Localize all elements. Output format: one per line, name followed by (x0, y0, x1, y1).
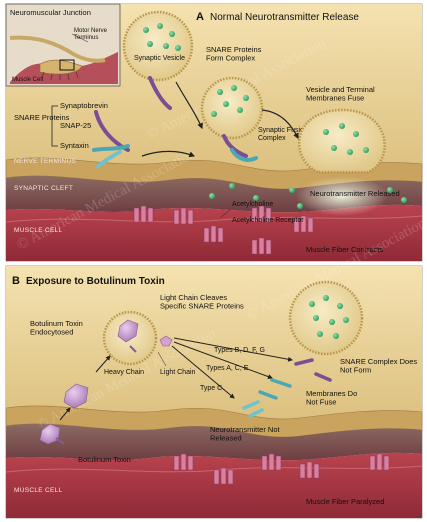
snare-form-complex-label: SNARE Proteins Form Complex (206, 45, 264, 63)
fused-vesicle (296, 108, 388, 216)
light-chain (159, 335, 173, 347)
cleaved-snare-fragments (242, 358, 332, 418)
inset-neuromuscular-junction: Neuromuscular Junction Motor Nerve Termi… (5, 3, 121, 87)
membranes-not-fuse-label: Membranes Do Not Fuse (306, 389, 359, 407)
botulinum-toxin-label: Botulinum Toxin (78, 455, 131, 464)
types-bdfg-label: Types B, D, F, G (214, 347, 265, 354)
botulinum-toxin-molecule (39, 383, 89, 445)
acetylcholine-receptors (133, 205, 314, 255)
muscle-cell-label: MUSCLE CELL (14, 227, 63, 234)
acetylcholine-receptor-label: Acetylcholine Receptor (232, 217, 304, 224)
panel-b-title: Exposure to Botulinum Toxin (26, 276, 165, 287)
panel-b: © American Medical Association © America… (5, 215, 427, 519)
undocked-vesicle (288, 280, 364, 356)
synaptic-fusion-complex-label: Synaptic Fusion Complex (258, 127, 310, 142)
acetylcholine-label: Acetylcholine (232, 201, 273, 208)
vesicle-terminal-fuse-label: Vesicle and Terminal Membranes Fuse (306, 85, 377, 103)
inset-muscle-cell: Muscle Cell (12, 77, 43, 83)
panel-b-letter: B (12, 275, 20, 287)
snare-not-form-label: SNARE Complex Does Not Form (340, 357, 419, 375)
process-arrows-a (141, 81, 299, 158)
light-chain-cleaves-label: Light Chain Cleaves Specific SNARE Prote… (160, 293, 244, 311)
cleavage-arrows (171, 337, 293, 399)
type-c-label: Type C (200, 385, 222, 392)
muscle-fiber-contracts-label: Muscle Fiber Contracts (306, 245, 383, 254)
inset-title: Neuromuscular Junction (10, 8, 91, 17)
synaptic-cleft-label: SYNAPTIC CLEFT (14, 185, 73, 192)
acetylcholine-molecules (143, 23, 407, 209)
neurotransmitter-not-released-label: Neurotransmitter Not Released (210, 425, 282, 443)
inset-motor-nerve: Motor Nerve Terminus (74, 28, 109, 41)
synaptic-vesicle-1 (122, 10, 194, 110)
nerve-terminus-label: NERVE TERMINUS (14, 158, 76, 165)
light-chain-label: Light Chain (160, 369, 196, 376)
snare-proteins (92, 110, 130, 168)
muscle-fiber-paralyzed-label: Muscle Fiber Paralyzed (306, 497, 384, 506)
toxin-arrows (59, 355, 111, 421)
synaptic-vesicle-2 (200, 76, 264, 162)
muscle-cell-label-b: MUSCLE CELL (14, 487, 63, 494)
panel-a-title: Normal Neurotransmitter Release (210, 12, 359, 23)
types-ace-label: Types A, C, E (206, 365, 249, 372)
snare-proteins-label: SNARE Proteins (14, 113, 70, 122)
toxin-endocytosed-label: Botulinum Toxin Endocytosed (30, 319, 85, 337)
acetylcholine-receptors-b (173, 453, 390, 485)
syntaxin-label: Syntaxin (60, 141, 89, 150)
neurotransmitter-released-label: Neurotransmitter Released (310, 189, 400, 198)
panel-a: © American Medical Association © America… (5, 3, 423, 262)
synaptobrevin-label: Synaptobrevin (60, 101, 108, 110)
heavy-chain-label: Heavy Chain (104, 369, 144, 376)
panel-a-letter: A (196, 11, 204, 23)
endocytic-vesicle (102, 310, 158, 366)
synaptic-vesicle-label: Synaptic Vesicle (134, 55, 185, 62)
snap25-label: SNAP-25 (60, 121, 91, 130)
